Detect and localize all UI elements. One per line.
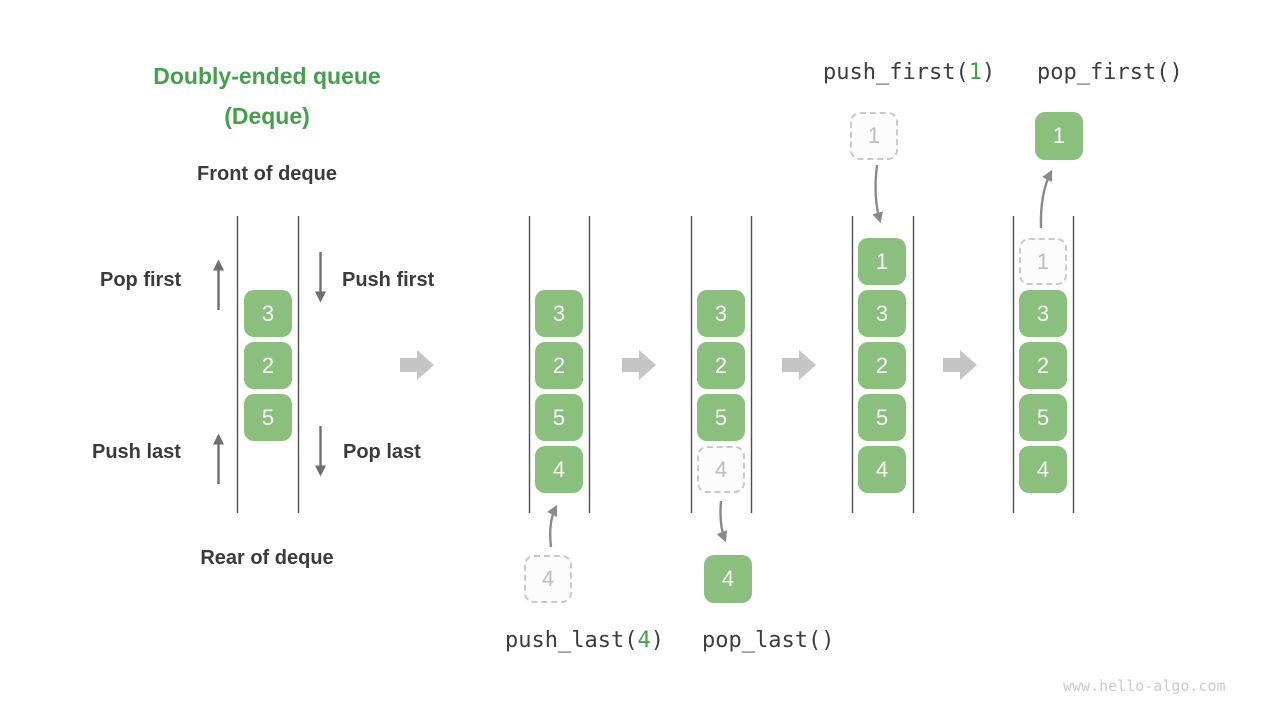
deque-initial: 3 2 5 — [244, 290, 292, 446]
deque-channel-walls — [236, 216, 1075, 513]
diagram-title-line2: (Deque) — [224, 103, 310, 129]
deque-cell: 3 — [1019, 290, 1067, 337]
diagram-title: Doubly-ended queue (Deque) — [97, 56, 437, 136]
step-arrow-icon — [943, 350, 977, 380]
deque-after-push-last: 3 2 5 4 — [535, 290, 583, 498]
push-last-code-label: push_last(4) — [505, 628, 664, 653]
rear-of-deque-label: Rear of deque — [200, 547, 334, 569]
deque-cell: 2 — [697, 342, 745, 389]
pop-first-label: Pop first — [100, 269, 182, 291]
deque-cell: 5 — [244, 394, 292, 441]
deque-cell: 3 — [697, 290, 745, 337]
front-of-deque-label: Front of deque — [197, 163, 337, 185]
pop-last-label: Pop last — [343, 441, 421, 463]
watermark: www.hello-algo.com — [1063, 677, 1226, 695]
push-first-code-label: push_first(1) — [823, 60, 995, 85]
deque-cell: 3 — [535, 290, 583, 337]
deque-cell: 5 — [697, 394, 745, 441]
deque-cell: 4 — [535, 446, 583, 493]
step-arrow-icon — [400, 350, 434, 380]
code-suffix: ) — [650, 628, 664, 653]
pop-last-code-label: pop_last() — [702, 628, 834, 653]
deque-cell-removed: 4 — [697, 446, 745, 493]
deque-cell: 5 — [1019, 394, 1067, 441]
transfer-arrows — [547, 164, 1053, 548]
deque-cell: 5 — [535, 394, 583, 441]
deque-during-pop-first: 1 3 2 5 4 — [1019, 238, 1067, 498]
deque-cell: 2 — [535, 342, 583, 389]
pop-first-removed-cell: 1 — [1035, 112, 1083, 160]
code-prefix: push_first( — [823, 60, 969, 85]
pop-last-transfer-arrow-icon — [716, 500, 727, 543]
deque-cell: 2 — [858, 342, 906, 389]
step-arrow-icon — [782, 350, 816, 380]
deque-cell: 2 — [1019, 342, 1067, 389]
push-last-incoming-cell: 4 — [524, 555, 572, 603]
deque-after-push-first: 1 3 2 5 4 — [858, 238, 906, 498]
step-arrow-icon — [622, 350, 656, 380]
diagram-title-line1: Doubly-ended queue — [153, 63, 381, 89]
deque-cell: 5 — [858, 394, 906, 441]
push-first-transfer-arrow-icon — [872, 164, 883, 224]
deque-cell: 4 — [858, 446, 906, 493]
deque-cell-removed: 1 — [1019, 238, 1067, 285]
push-last-label: Push last — [92, 441, 181, 463]
code-prefix: push_last( — [505, 628, 638, 653]
push-first-incoming-cell: 1 — [850, 112, 898, 160]
deque-during-pop-last: 3 2 5 4 — [697, 290, 745, 498]
push-first-label: Push first — [342, 269, 435, 291]
code-prefix: pop_first() — [1037, 60, 1183, 85]
deque-cell: 1 — [858, 238, 906, 285]
deque-cell: 3 — [244, 290, 292, 337]
code-suffix: ) — [981, 60, 996, 85]
code-prefix: pop_last() — [702, 628, 835, 653]
pop-first-transfer-arrow-icon — [1039, 169, 1053, 229]
deque-cell: 4 — [1019, 446, 1067, 493]
code-arg: 1 — [968, 60, 982, 85]
deque-cell: 3 — [858, 290, 906, 337]
pop-first-code-label: pop_first() — [1037, 60, 1183, 85]
deque-cell: 2 — [244, 342, 292, 389]
push-last-transfer-arrow-icon — [547, 504, 558, 548]
code-arg: 4 — [637, 628, 651, 653]
pop-last-removed-cell: 4 — [704, 555, 752, 603]
